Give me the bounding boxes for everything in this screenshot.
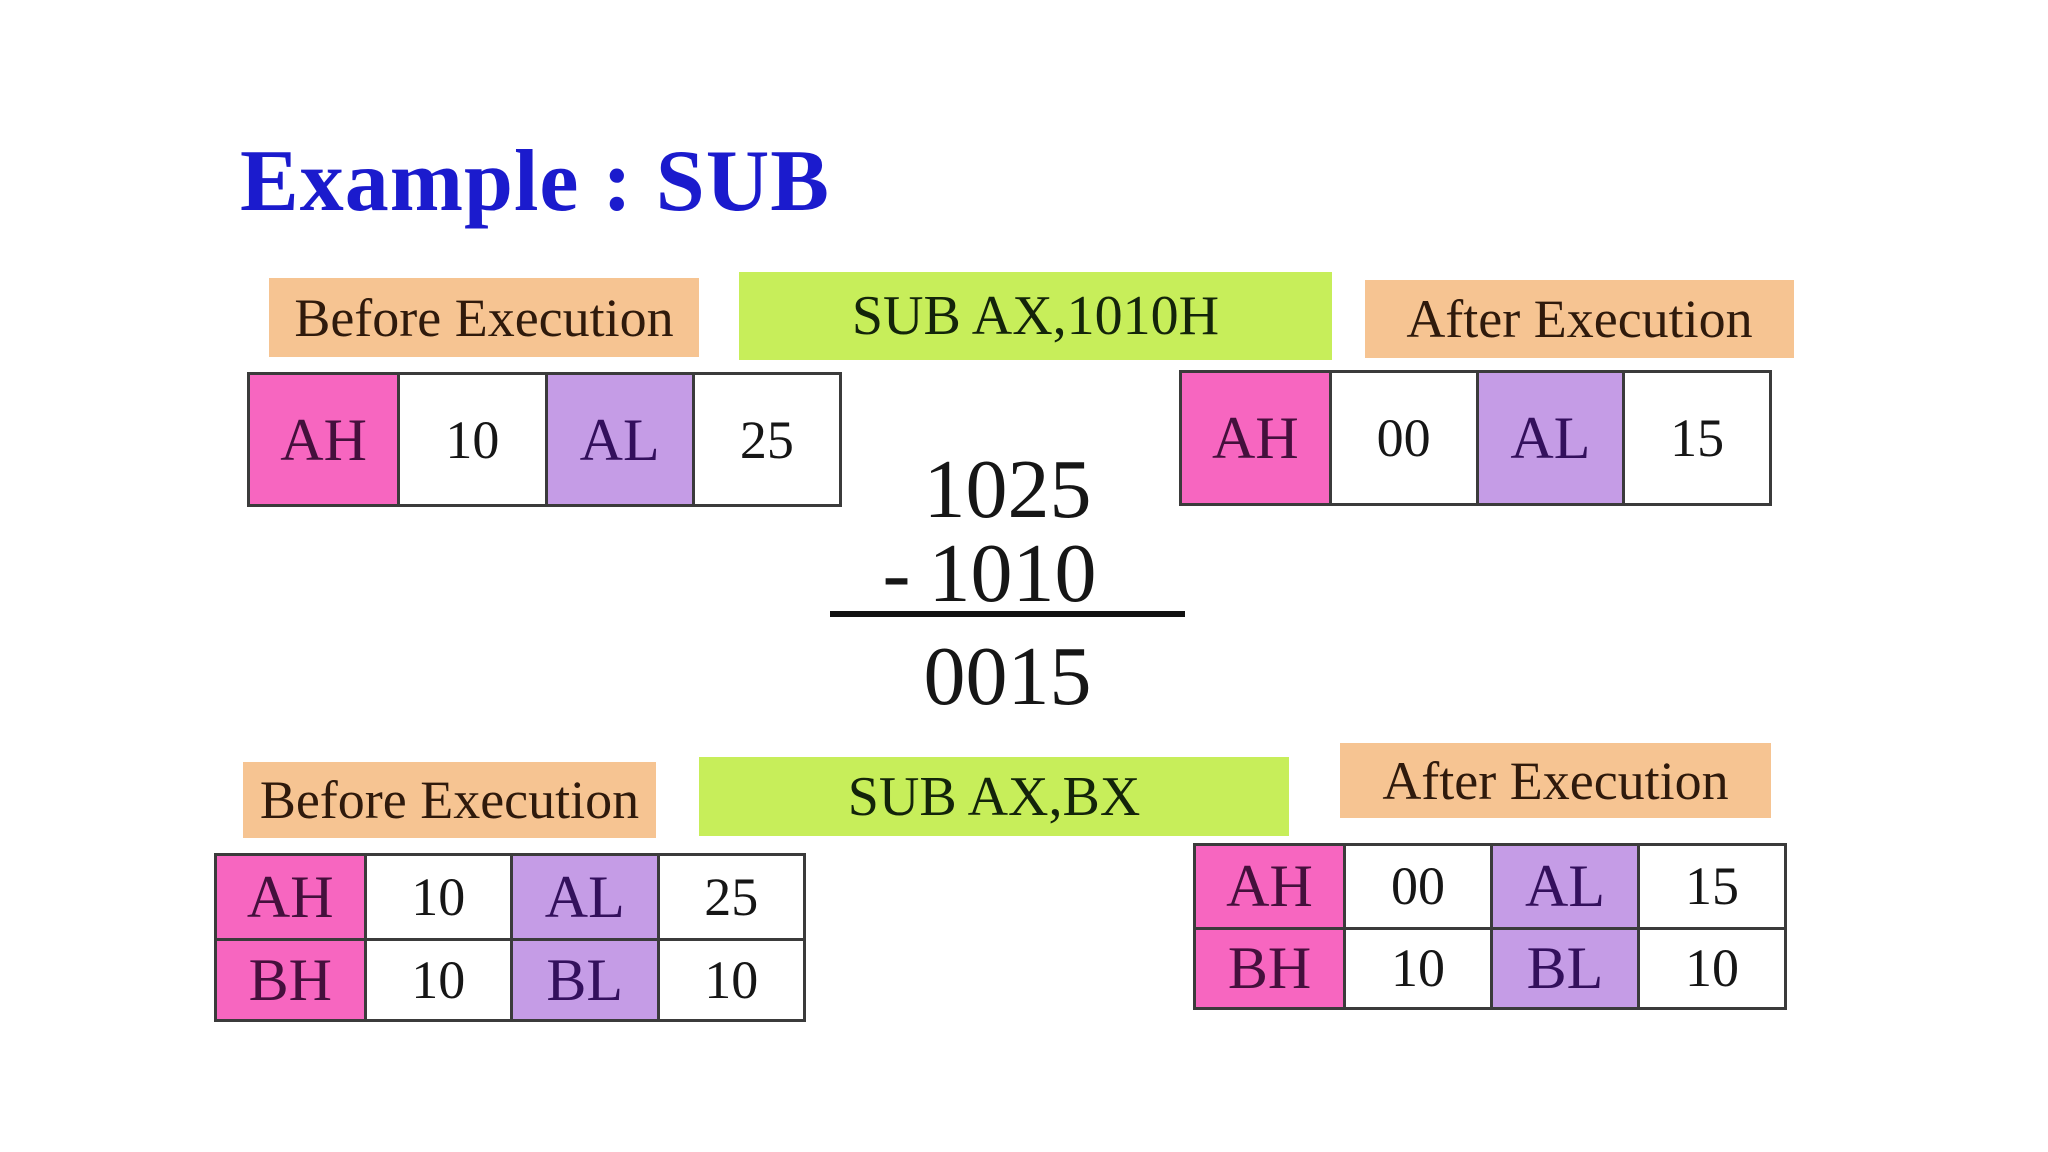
register-name-cell: BH [1196,926,1343,1007]
register-value-cell: 25 [691,375,839,504]
register-value-cell: 10 [363,856,510,938]
subtraction-minuend: 1025 [923,443,1092,536]
register-value-cell: 15 [1637,846,1784,927]
section1-after-register-table: AH 00 AL 15 [1179,370,1772,506]
register-value-cell: 00 [1328,373,1476,503]
slide-title: Example : SUB [240,133,830,230]
register-value-cell: 10 [1637,926,1784,1007]
subtraction-result: 0015 [923,630,1092,723]
section1-after-execution-label: After Execution [1365,280,1794,358]
register-name-cell: BL [1490,926,1637,1007]
register-name-cell: AL [510,856,657,938]
register-value-cell: 00 [1343,846,1490,927]
section1-before-execution-label: Before Execution [269,278,699,357]
register-name-cell: AL [544,375,692,504]
subtraction-subtrahend-row: -1010 [812,532,1167,616]
subtraction-rule [830,611,1185,617]
minus-sign: - [882,527,911,620]
section2-after-register-table: AH 00 AL 15 BH 10 BL 10 [1193,843,1787,1010]
register-name-cell: BH [217,937,364,1019]
section2-instruction-label: SUB AX,BX [699,757,1289,836]
register-value-cell: 10 [656,937,803,1019]
register-name-cell: AH [1196,846,1343,927]
section2-before-register-table: AH 10 AL 25 BH 10 BL 10 [214,853,806,1022]
register-name-cell: AL [1490,846,1637,927]
register-value-cell: 25 [656,856,803,938]
register-value-cell: 15 [1622,373,1769,503]
register-name-cell: AH [1182,373,1329,503]
register-value-cell: 10 [397,375,545,504]
section2-after-execution-label: After Execution [1340,743,1771,818]
register-name-cell: BL [510,937,657,1019]
register-value-cell: 10 [363,937,510,1019]
register-name-cell: AH [250,375,398,504]
register-value-cell: 10 [1343,926,1490,1007]
section1-instruction-label: SUB AX,1010H [739,272,1332,360]
register-name-cell: AL [1475,373,1623,503]
section1-before-register-table: AH 10 AL 25 [247,372,842,507]
section2-before-execution-label: Before Execution [243,762,656,838]
subtraction-subtrahend: 1010 [928,527,1097,620]
register-name-cell: AH [217,856,364,938]
